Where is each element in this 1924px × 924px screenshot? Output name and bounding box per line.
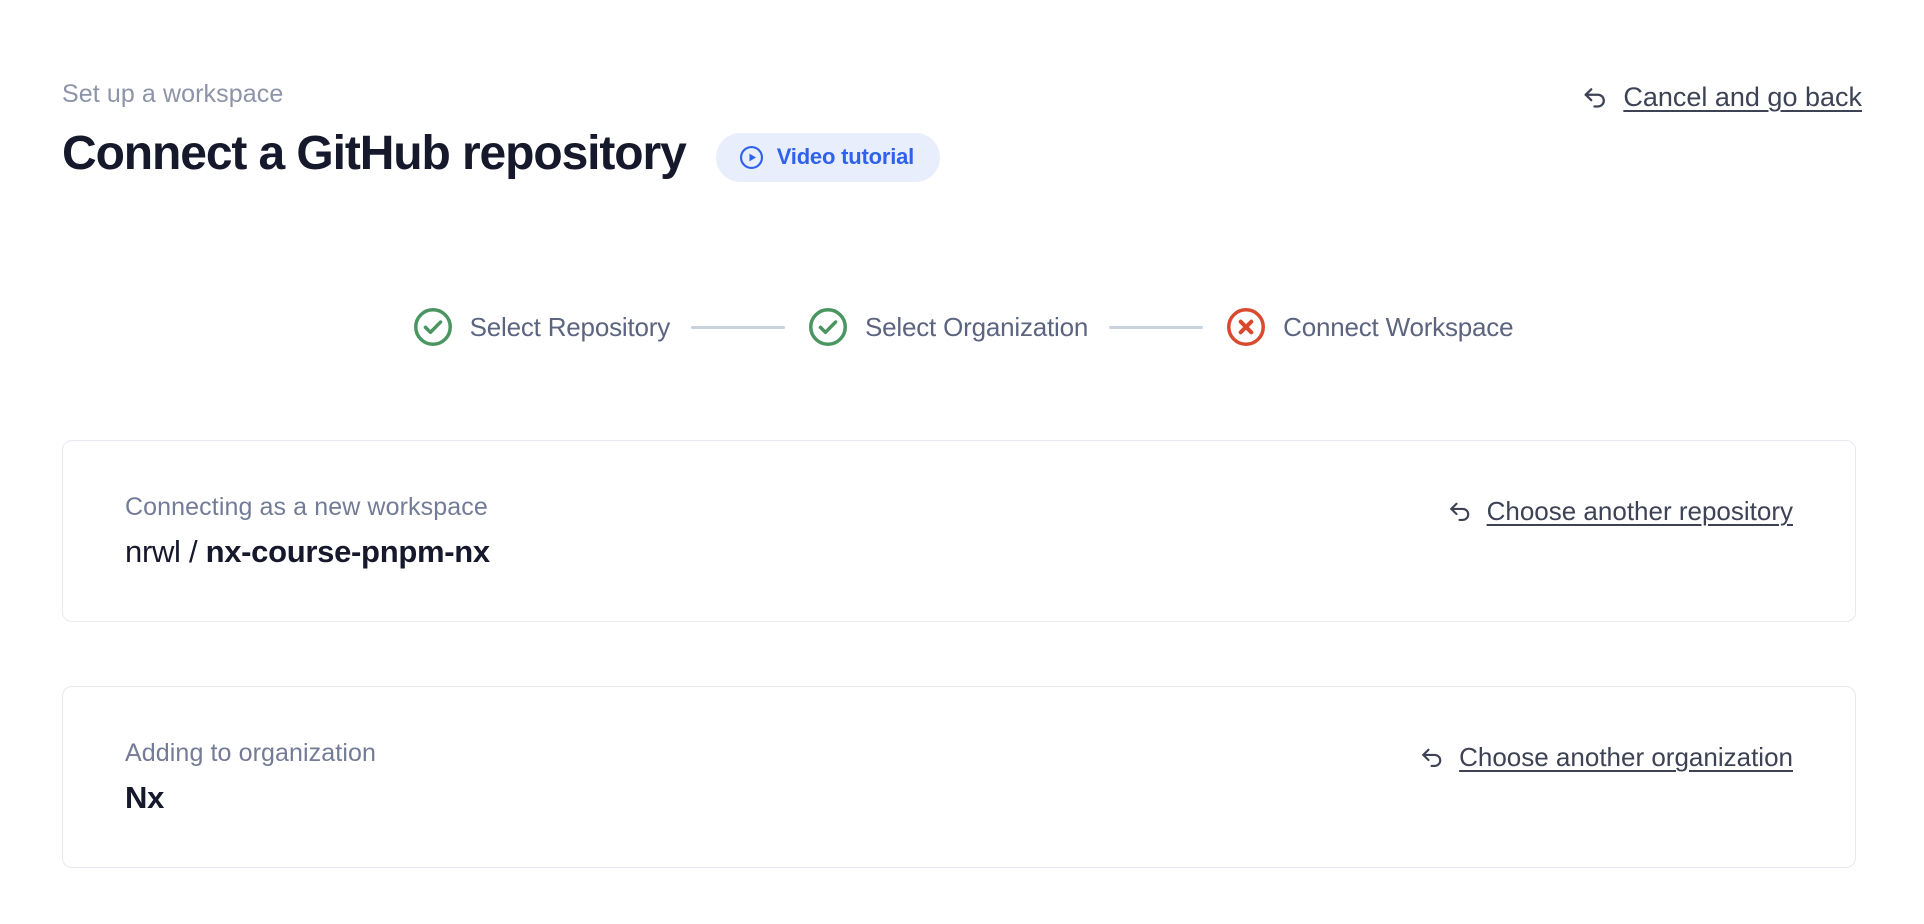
choose-another-organization-label: Choose another organization [1459, 742, 1793, 772]
repository-name: nx-course-pnpm-nx [205, 533, 491, 569]
organization-card-value: Nx [125, 778, 1793, 818]
stepper-label-connect-workspace: Connect Workspace [1283, 312, 1514, 342]
stepper-connector-2 [1109, 325, 1204, 329]
page-eyebrow: Set up a workspace [62, 80, 284, 108]
choose-another-repository-label: Choose another repository [1486, 496, 1793, 526]
progress-stepper: Select Repository Select Organization Co… [0, 305, 1924, 349]
stepper-label-select-repository: Select Repository [469, 312, 671, 342]
cancel-and-go-back-link[interactable]: Cancel and go back [1579, 80, 1862, 114]
repository-card-caption: Connecting as a new workspace [125, 492, 488, 521]
repository-owner: nrwl / [125, 533, 206, 569]
choose-another-organization-link[interactable]: Choose another organization [1417, 741, 1793, 773]
organization-card: Adding to organization Nx Choose another… [62, 686, 1856, 868]
back-arrow-icon [1417, 742, 1447, 772]
organization-name: Nx [125, 779, 165, 815]
title-row: Connect a GitHub repository Video tutori… [62, 126, 1862, 182]
repository-card-value: nrwl / nx-course-pnpm-nx [125, 532, 1793, 572]
back-arrow-icon [1445, 496, 1475, 526]
choose-another-repository-link[interactable]: Choose another repository [1445, 495, 1793, 527]
stepper-step-select-organization[interactable]: Select Organization [806, 305, 1088, 349]
organization-card-caption: Adding to organization [125, 738, 376, 767]
repository-card: Connecting as a new workspace nrwl / nx-… [62, 440, 1856, 622]
back-arrow-icon [1579, 81, 1611, 113]
page-header: Set up a workspace Connect a GitHub repo… [62, 78, 1862, 198]
stepper-label-select-organization: Select Organization [865, 312, 1089, 342]
play-circle-icon [738, 144, 765, 171]
organization-card-inner: Adding to organization Nx Choose another… [63, 687, 1855, 867]
check-circle-icon [806, 305, 850, 349]
video-tutorial-label: Video tutorial [776, 144, 915, 169]
repository-card-inner: Connecting as a new workspace nrwl / nx-… [63, 441, 1855, 621]
cancel-and-go-back-label: Cancel and go back [1623, 82, 1862, 112]
video-tutorial-button[interactable]: Video tutorial [715, 132, 941, 182]
stepper-connector-1 [691, 325, 786, 329]
stepper-step-select-repository[interactable]: Select Repository [411, 305, 670, 349]
x-circle-icon [1224, 305, 1268, 349]
check-circle-icon [411, 305, 455, 349]
stepper-step-connect-workspace[interactable]: Connect Workspace [1224, 305, 1514, 349]
page-title: Connect a GitHub repository [62, 127, 687, 180]
